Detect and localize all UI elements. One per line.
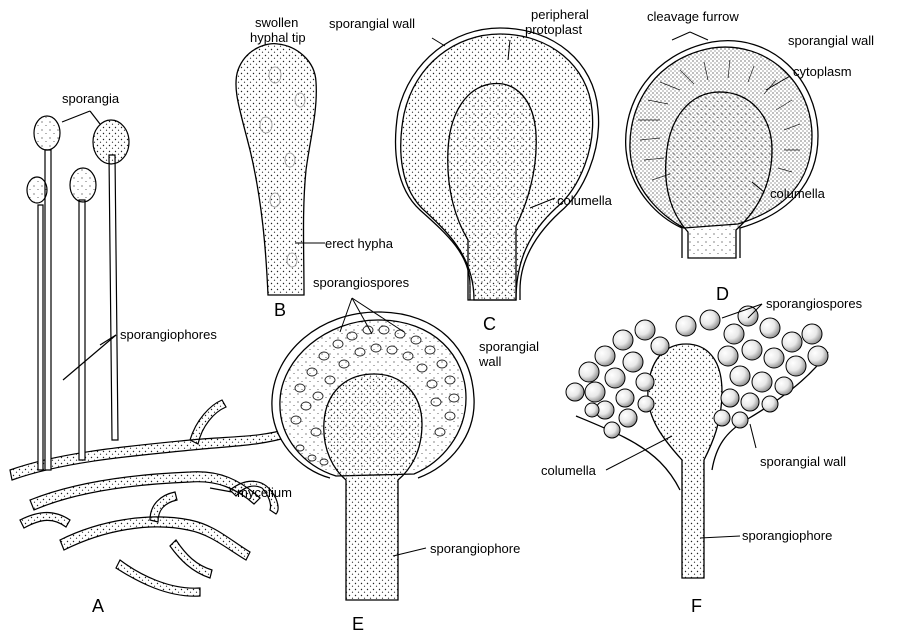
panel-label-c: C xyxy=(483,314,496,334)
panel-c-drawing xyxy=(396,28,599,300)
panel-label-e: E xyxy=(352,614,364,634)
label-sporangiophore-f: sporangiophore xyxy=(742,528,832,543)
leader-sporangial-wall-f xyxy=(750,424,756,448)
panel-label-a: A xyxy=(92,596,104,616)
leader-sporangiophores-1 xyxy=(63,335,116,380)
label-sporangial-e: sporangial xyxy=(479,339,539,354)
leader-cleavage-2 xyxy=(690,32,708,40)
label-sporangial-wall-d: sporangial wall xyxy=(788,33,874,48)
leader-sporangia-2 xyxy=(90,111,100,124)
label-sporangial-wall-f: sporangial wall xyxy=(760,454,846,469)
label-mycelium: mycelium xyxy=(237,485,292,500)
panel-label-b: B xyxy=(274,300,286,320)
swollen-hyphal-tip xyxy=(236,44,316,295)
label-sporangiospores-e: sporangiospores xyxy=(313,275,410,290)
leader-sporangia-1 xyxy=(62,111,90,122)
label-sporangial-wall-c: sporangial wall xyxy=(329,16,415,31)
leader-mycelium xyxy=(210,488,232,492)
label-columella-c: columella xyxy=(557,193,613,208)
panel-label-f: F xyxy=(691,596,702,616)
leader-wall-c xyxy=(432,38,445,46)
label-cytoplasm: cytoplasm xyxy=(793,64,852,79)
panel-b-drawing xyxy=(236,44,325,295)
label-swollen: swollen xyxy=(255,15,298,30)
label-protoplast: protoplast xyxy=(525,22,582,37)
leader-sporangiophore-f xyxy=(700,536,740,538)
label-sporangia: sporangia xyxy=(62,91,120,106)
label-hyphal-tip: hyphal tip xyxy=(250,30,306,45)
label-erect-hypha: erect hypha xyxy=(325,236,394,251)
label-columella-d: columella xyxy=(770,186,826,201)
label-sporangiospores-f: sporangiospores xyxy=(766,296,863,311)
label-wall-e: wall xyxy=(478,354,502,369)
label-sporangiophore-e: sporangiophore xyxy=(430,541,520,556)
label-cleavage-furrow: cleavage furrow xyxy=(647,9,739,24)
leader-cleavage-1 xyxy=(672,32,690,40)
columella-e xyxy=(324,374,422,600)
panel-label-d: D xyxy=(716,284,729,304)
label-columella-f: columella xyxy=(541,463,597,478)
label-sporangiophores: sporangiophores xyxy=(120,327,217,342)
panel-a-drawing xyxy=(10,111,292,596)
panel-d-drawing xyxy=(626,32,818,258)
label-peripheral: peripheral xyxy=(531,7,589,22)
